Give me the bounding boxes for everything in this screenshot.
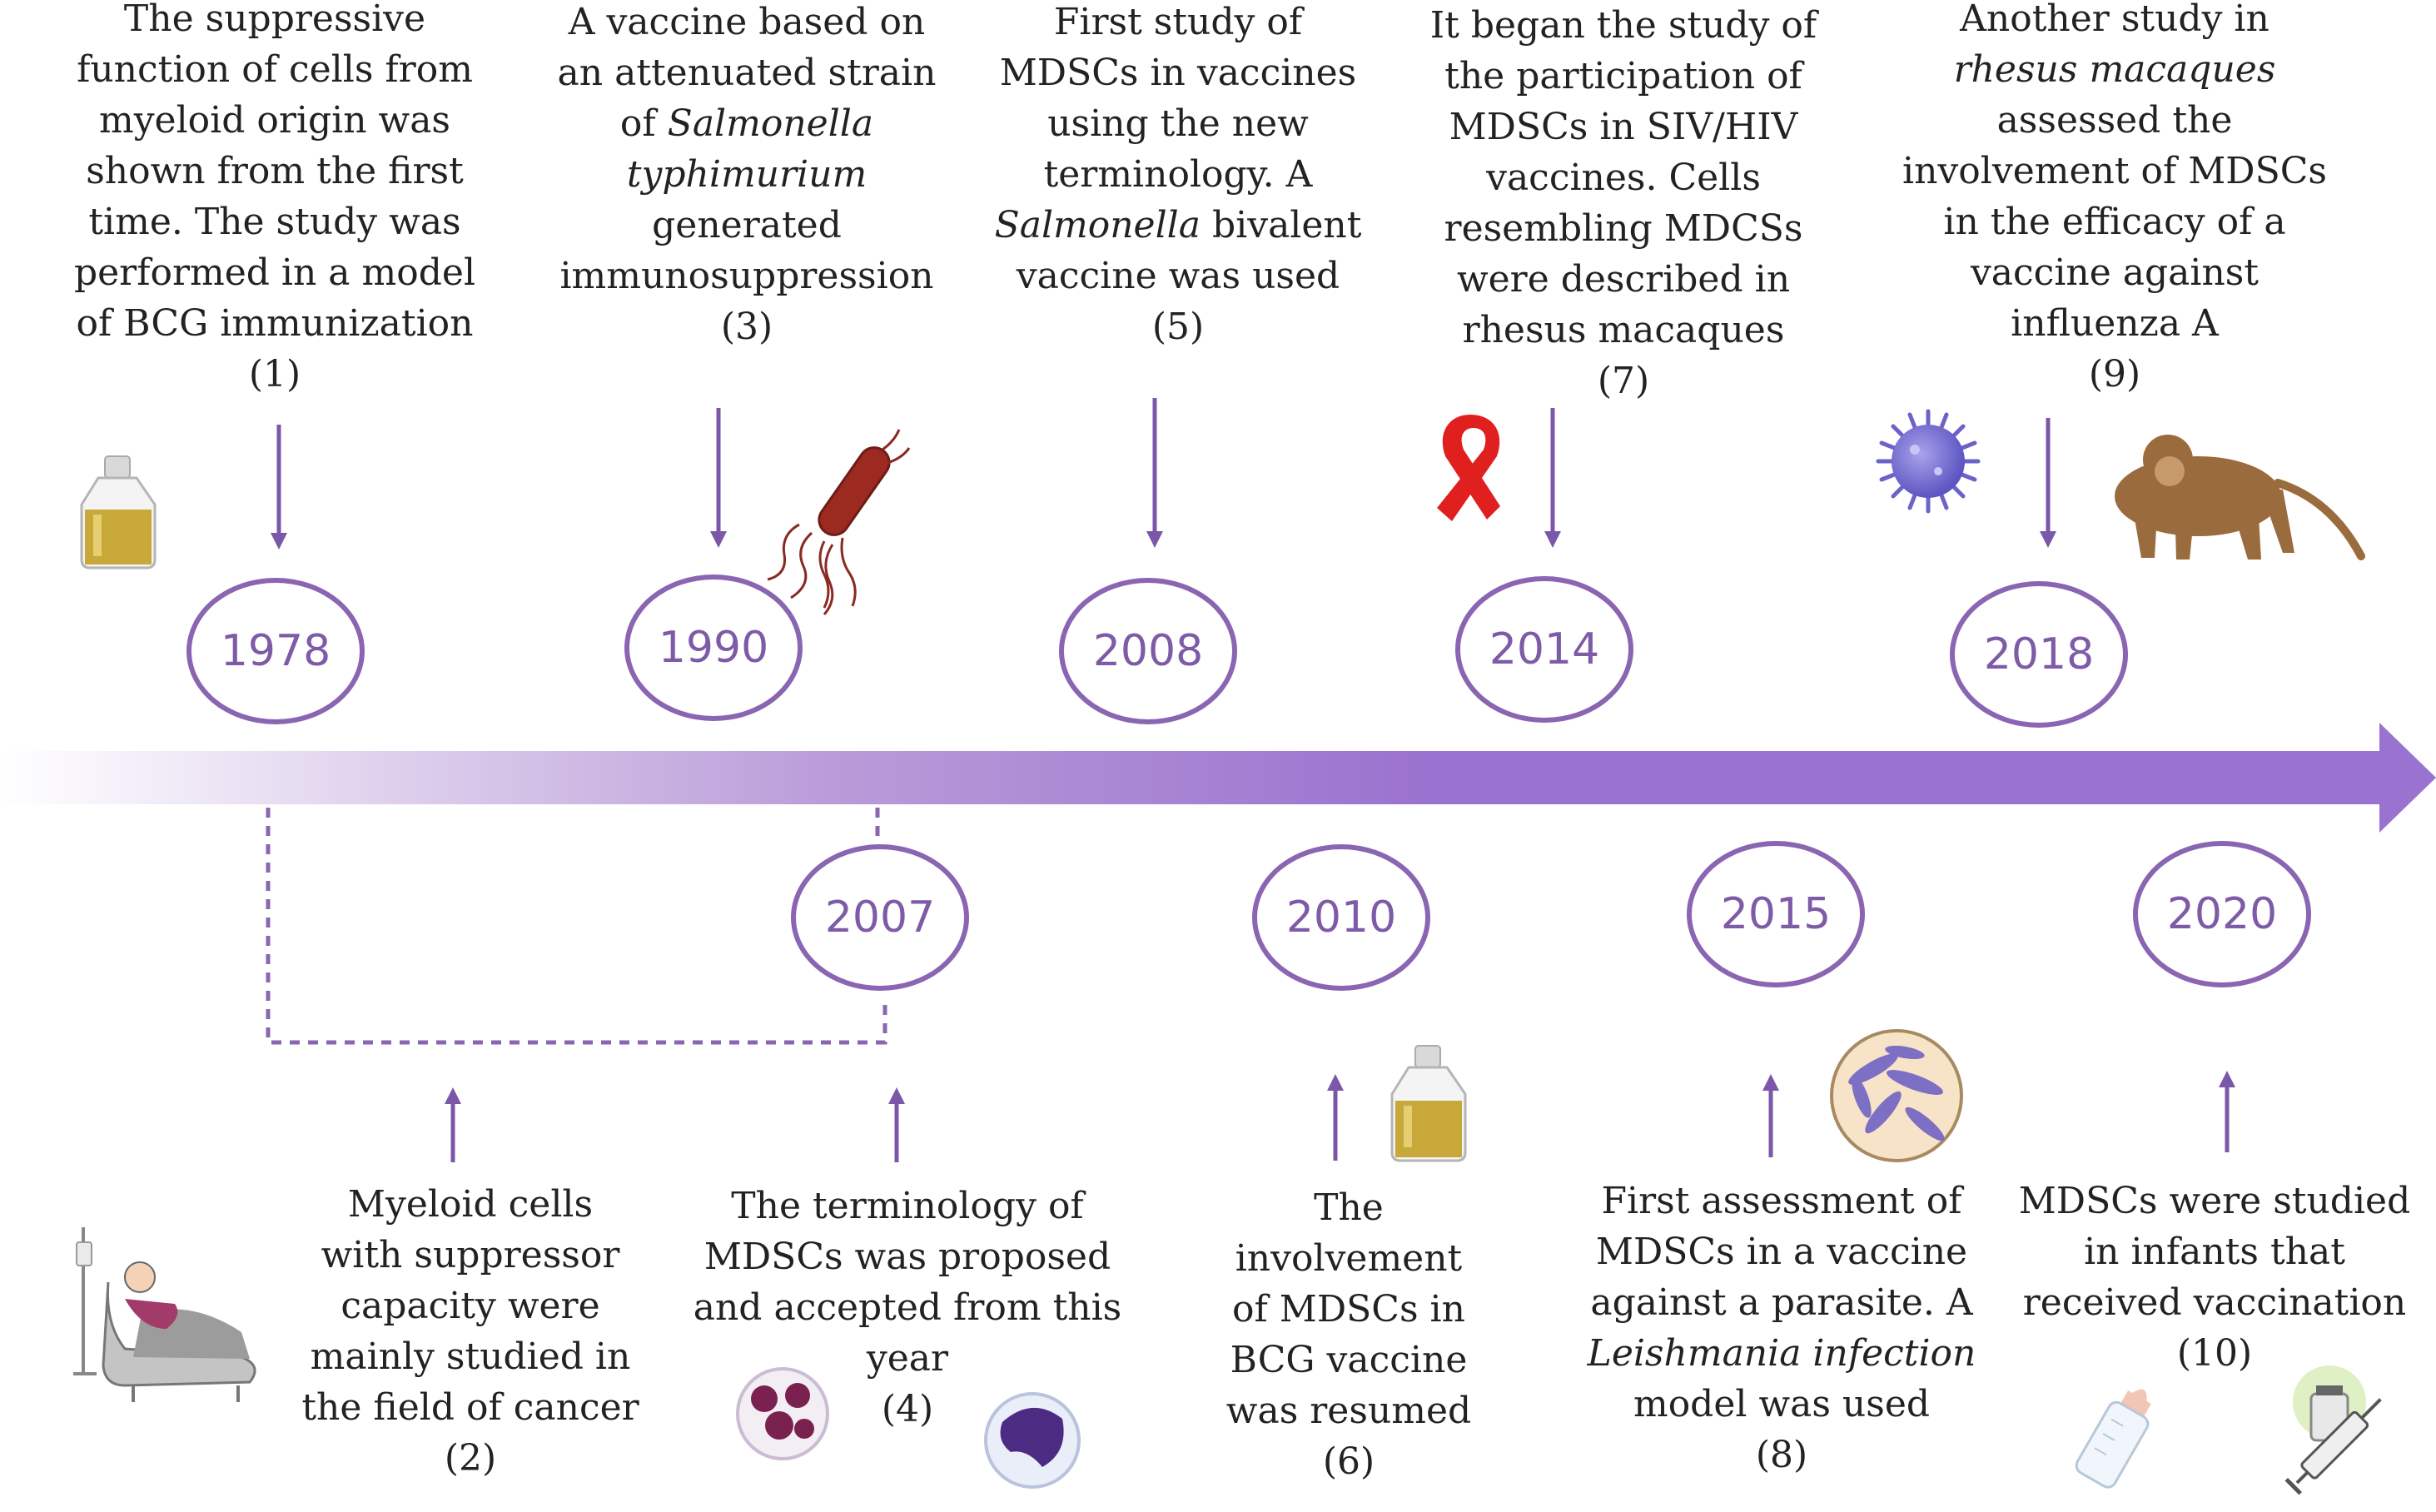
- ref-2: (2): [444, 1437, 497, 1480]
- red-ribbon-icon: [1437, 415, 1500, 521]
- ref-1: (1): [248, 353, 301, 395]
- monocyte-icon: [984, 1392, 1081, 1489]
- baby-bottle-icon: [2075, 1389, 2151, 1489]
- year-2008: 2008: [1059, 578, 1237, 724]
- event-1978-caption: The suppressive function of cells from m…: [50, 0, 500, 400]
- ref-3: (3): [720, 306, 773, 348]
- vial-icon: [80, 455, 157, 569]
- timeline-bar: [0, 723, 2436, 833]
- ref-5: (5): [1151, 306, 1205, 348]
- ref-9: (9): [2088, 353, 2141, 395]
- year-2015: 2015: [1687, 841, 1865, 987]
- event-2018-caption: Another study in rhesus macaques assesse…: [1882, 0, 2348, 400]
- patient-bed-icon: [73, 1227, 256, 1402]
- year-2020: 2020: [2133, 841, 2311, 987]
- year-2007: 2007: [791, 844, 969, 991]
- bottom-arrows: [445, 1071, 2235, 1162]
- year-2018: 2018: [1950, 581, 2128, 728]
- bacterium-icon: [767, 429, 911, 615]
- ref-6: (6): [1322, 1440, 1375, 1483]
- ref-8: (8): [1755, 1434, 1808, 1476]
- event-cancer-caption: Myeloid cells with suppressor capacity w…: [266, 1179, 674, 1484]
- top-arrows: [271, 398, 2056, 550]
- neutrophil-icon: [736, 1367, 829, 1460]
- event-1990-caption: A vaccine based on an attenuated strain …: [526, 0, 967, 352]
- year-2014: 2014: [1455, 576, 1633, 723]
- ref-4: (4): [881, 1388, 934, 1430]
- year-1990: 1990: [624, 574, 803, 721]
- ref-10: (10): [2176, 1332, 2253, 1375]
- monkey-icon: [2115, 435, 2365, 560]
- virus-icon: [1876, 409, 1981, 514]
- event-2020-caption: MDSCs were studied in infants that recei…: [2006, 1176, 2423, 1379]
- event-2007-caption: The terminology of MDSCs was proposed an…: [683, 1181, 1132, 1435]
- event-2014-caption: It began the study of the participation …: [1407, 0, 1840, 406]
- event-2008-caption: First study of MDSCs in vaccines using t…: [957, 0, 1399, 352]
- year-2010: 2010: [1252, 844, 1430, 991]
- ref-7: (7): [1597, 360, 1650, 402]
- leishmania-icon: [1830, 1029, 1963, 1162]
- year-1978: 1978: [186, 578, 365, 724]
- vial-icon-2010: [1390, 1045, 1467, 1162]
- event-2015-caption: First assessment of MDSCs in a vaccine a…: [1565, 1176, 1998, 1480]
- syringe-vial-icon: [2284, 1365, 2382, 1495]
- event-2010-caption: The involvement of MDSCs in BCG vaccine …: [1199, 1182, 1499, 1487]
- dashed-connector: [266, 808, 887, 1045]
